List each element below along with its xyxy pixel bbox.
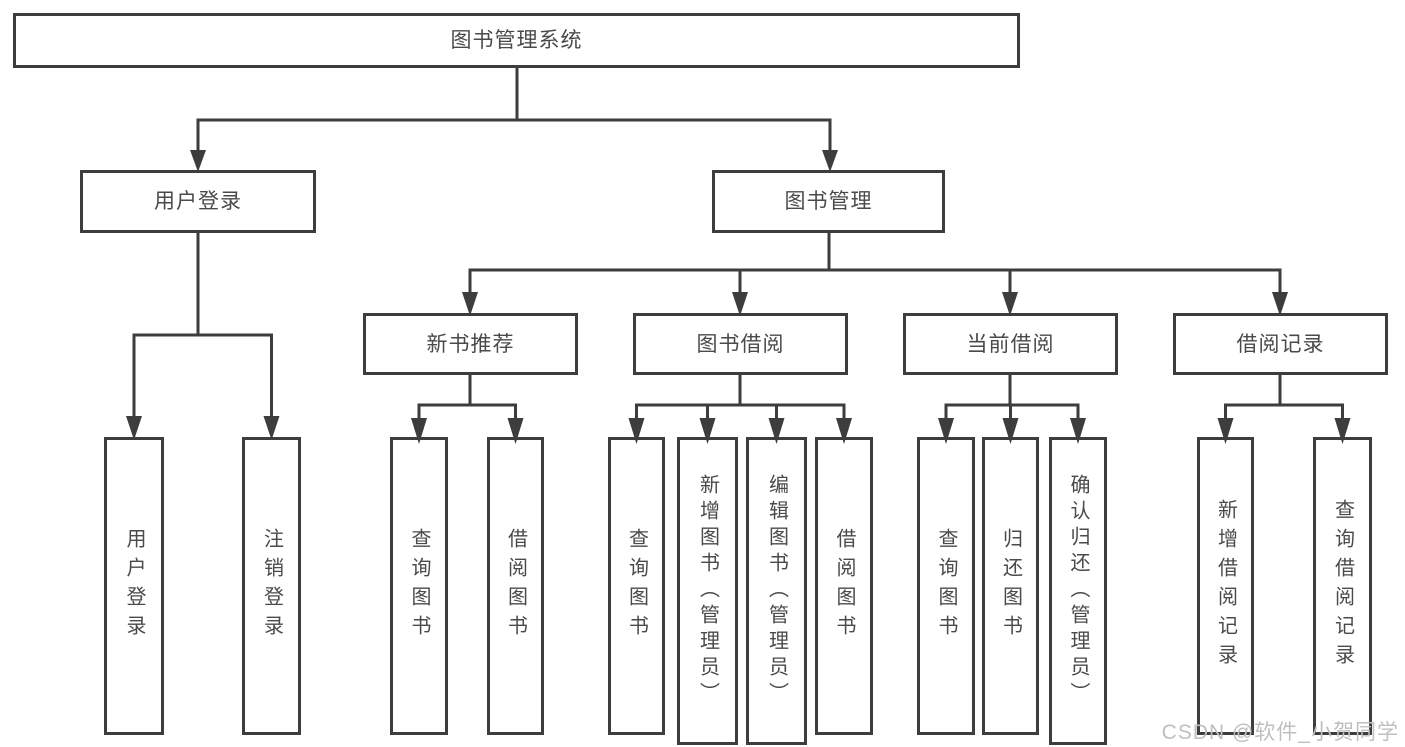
connector-current-borrowing-children (938, 375, 1086, 444)
watermark-text: CSDN @软件_小贺同学 (1161, 721, 1399, 744)
node-label: 图书管理系统 (450, 29, 583, 52)
leaf-query-books-borrowing: 查询图书 (608, 437, 665, 735)
connector-user-login-children (126, 233, 280, 440)
node-new-book-recommendation: 新书推荐 (363, 313, 578, 375)
leaf-borrow-books-borrowing: 借阅图书 (815, 437, 873, 735)
leaf-query-books-recommend: 查询图书 (390, 437, 448, 735)
node-label: 图书借阅 (696, 332, 785, 356)
node-book-borrowing: 图书借阅 (633, 313, 848, 375)
connector-root-to-level2 (190, 68, 838, 172)
node-borrowing-records: 借阅记录 (1173, 313, 1388, 375)
node-label: 当前借阅 (966, 332, 1055, 356)
leaf-add-borrow-record: 新增借阅记录 (1197, 437, 1254, 735)
node-book-management: 图书管理 (712, 170, 945, 233)
connector-book-borrowing-children (628, 375, 852, 444)
node-library-management-system: 图书管理系统 (13, 13, 1020, 68)
node-label: 新书推荐 (426, 332, 515, 356)
node-label: 用户登录 (154, 190, 242, 213)
leaf-borrow-books-recommend: 借阅图书 (487, 437, 544, 735)
leaf-query-books-current: 查询图书 (917, 437, 975, 735)
node-user-login: 用户登录 (80, 170, 316, 233)
leaf-user-login: 用户登录 (104, 437, 164, 735)
connector-new-book-recommendation-children (411, 375, 524, 444)
leaf-query-borrow-record: 查询借阅记录 (1313, 437, 1372, 735)
connector-borrowing-records-children (1217, 375, 1351, 444)
node-label: 借阅记录 (1236, 332, 1325, 356)
leaf-add-books-admin: 新增图书（管理员） (677, 437, 738, 745)
leaf-confirm-return-admin: 确认归还（管理员） (1049, 437, 1107, 745)
node-current-borrowing: 当前借阅 (903, 313, 1118, 375)
leaf-return-books: 归还图书 (982, 437, 1039, 735)
node-label: 图书管理 (784, 190, 873, 213)
connector-book-management-children (462, 233, 1288, 316)
leaf-edit-books-admin: 编辑图书（管理员） (746, 437, 807, 745)
leaf-logout: 注销登录 (242, 437, 301, 735)
